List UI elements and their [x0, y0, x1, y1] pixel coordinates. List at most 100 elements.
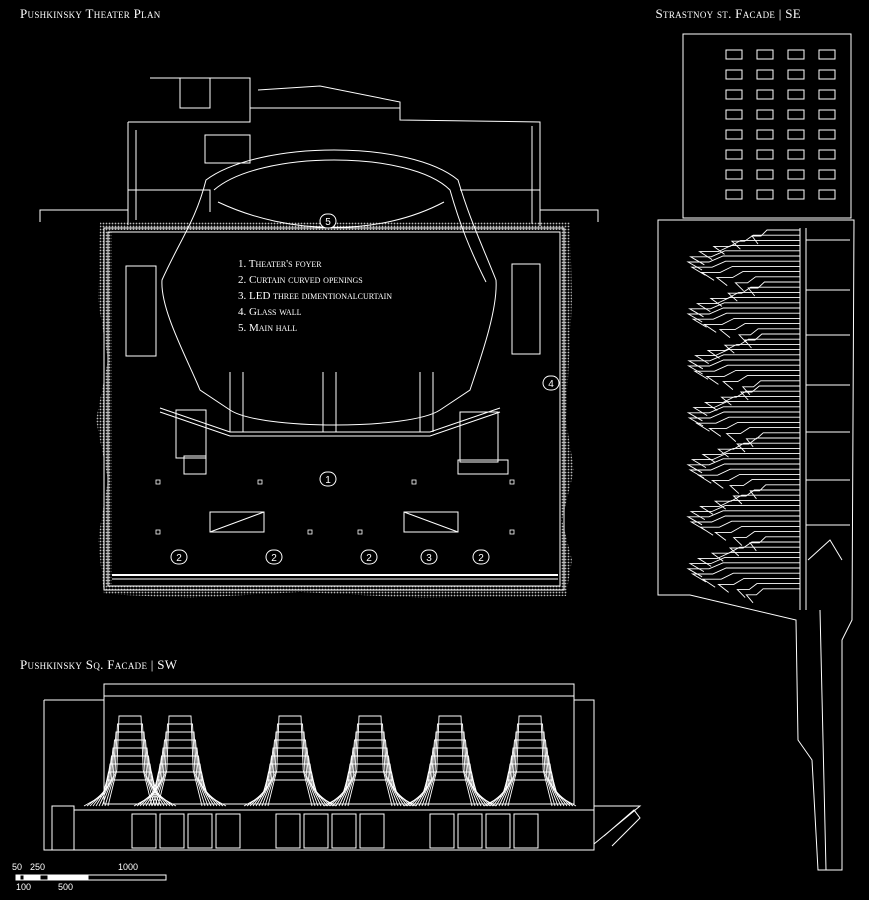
- se-window: [787, 69, 805, 80]
- svg-text:4: 4: [548, 379, 554, 390]
- se-curtain-line: [718, 323, 800, 338]
- se-window: [787, 129, 805, 140]
- se-curtain-line: [686, 562, 800, 578]
- se-curtain-line: [734, 276, 800, 292]
- se-window: [725, 109, 743, 120]
- sw-curtain-line: [326, 771, 414, 807]
- se-window: [787, 49, 805, 60]
- se-curtain-line: [741, 380, 800, 396]
- legend-item-openings: 2. Curtain curved openings: [238, 274, 363, 286]
- se-window: [756, 89, 774, 100]
- sw-door: [457, 813, 483, 849]
- facade-se: [657, 33, 855, 871]
- sw-curtain-line: [107, 715, 153, 807]
- se-window: [818, 149, 836, 160]
- sw-upper-block: [103, 683, 575, 805]
- se-curtain-line: [690, 453, 800, 468]
- sw-curtain-line: [507, 715, 553, 807]
- se-curtain-line: [714, 525, 800, 541]
- sw-curtain-line: [142, 755, 218, 807]
- stage-pillars: [159, 372, 501, 437]
- foyer-ramp-right: [403, 511, 459, 533]
- se-window: [787, 109, 805, 120]
- sw-curtain-line: [424, 723, 476, 807]
- se-curtain-line: [709, 291, 800, 307]
- plan-outer-wall: [103, 227, 565, 591]
- se-curtain-line: [715, 271, 800, 286]
- se-curtain-line: [729, 479, 800, 494]
- se-windows: [725, 49, 836, 200]
- svg-text:2: 2: [366, 553, 372, 564]
- sw-curtain-line: [406, 771, 494, 807]
- se-curtain-line: [701, 447, 800, 463]
- se-window: [725, 169, 743, 180]
- sw-curtain-line: [261, 731, 319, 807]
- se-curtain-line: [717, 577, 800, 593]
- se-curtain-line: [720, 390, 800, 406]
- se-curtain-line: [702, 317, 800, 333]
- theater-plan: [39, 77, 599, 598]
- sw-door: [215, 813, 241, 849]
- marker-glass-wall: 4: [542, 375, 560, 391]
- sw-curtain-line: [344, 723, 396, 807]
- se-curtain-line: [694, 349, 800, 364]
- se-curtain-line: [703, 395, 800, 411]
- sw-curtain-line: [347, 715, 393, 807]
- plan-markers: 5 1 4 2 2 2 3 2: [170, 213, 560, 565]
- se-curtain-line: [688, 463, 800, 479]
- sw-curtain-line: [427, 715, 473, 807]
- se-curtain-line: [708, 421, 800, 437]
- se-curtain-line: [736, 437, 800, 453]
- se-curtain-line: [717, 442, 800, 458]
- se-curtain-line: [751, 229, 800, 245]
- sw-curtain-line: [264, 723, 316, 807]
- sw-entrance-doors: [131, 813, 539, 849]
- sw-curtain-line: [133, 779, 227, 807]
- sw-door: [131, 813, 157, 849]
- se-curtain-line: [686, 510, 800, 526]
- se-window: [756, 69, 774, 80]
- se-curtain-line: [698, 245, 800, 260]
- main-hall-arc: [217, 201, 445, 228]
- sw-curtain-line: [243, 779, 337, 807]
- facade-sw-title: Pushkinsky Sq. Facade | SW: [20, 657, 178, 672]
- se-window: [756, 189, 774, 200]
- se-curtain-line: [696, 551, 800, 567]
- sw-curtain-line: [267, 715, 313, 807]
- svg-text:2: 2: [271, 553, 277, 564]
- se-curtain-line: [732, 489, 800, 505]
- se-curtain-line: [686, 255, 800, 271]
- sw-curtain-line: [104, 723, 156, 807]
- se-curtain-line: [689, 515, 800, 531]
- se-curtain-line: [686, 458, 800, 474]
- se-curtain-line: [690, 260, 800, 276]
- sw-curtain-line: [101, 731, 159, 807]
- sw-door: [359, 813, 385, 849]
- sw-curtain-line: [151, 731, 209, 807]
- se-curtain-line: [690, 567, 800, 583]
- se-curtain-line: [699, 499, 800, 515]
- se-window: [787, 89, 805, 100]
- marker-foyer: 1: [319, 471, 337, 487]
- sw-curtain-line: [415, 747, 485, 807]
- se-curtain-line: [689, 250, 800, 266]
- se-window: [756, 169, 774, 180]
- svg-text:3: 3: [426, 553, 432, 564]
- sw-curtain-line: [501, 731, 559, 807]
- sw-led-curtain: [83, 715, 577, 807]
- se-window: [787, 169, 805, 180]
- se-curtain-line: [749, 536, 800, 552]
- se-curtain-line: [701, 572, 800, 588]
- se-curtain-line: [686, 406, 800, 422]
- scale-label-1000: 1000: [118, 862, 139, 872]
- se-curtain-line: [699, 520, 800, 536]
- scale-label-250: 250: [30, 862, 46, 872]
- se-window: [725, 189, 743, 200]
- se-window: [756, 109, 774, 120]
- main-hall-outline: [161, 149, 497, 426]
- se-curtain-line: [743, 333, 800, 349]
- se-window: [725, 129, 743, 140]
- scale-bar: [15, 874, 167, 881]
- sw-door: [275, 813, 301, 849]
- sw-curtain-line: [252, 755, 328, 807]
